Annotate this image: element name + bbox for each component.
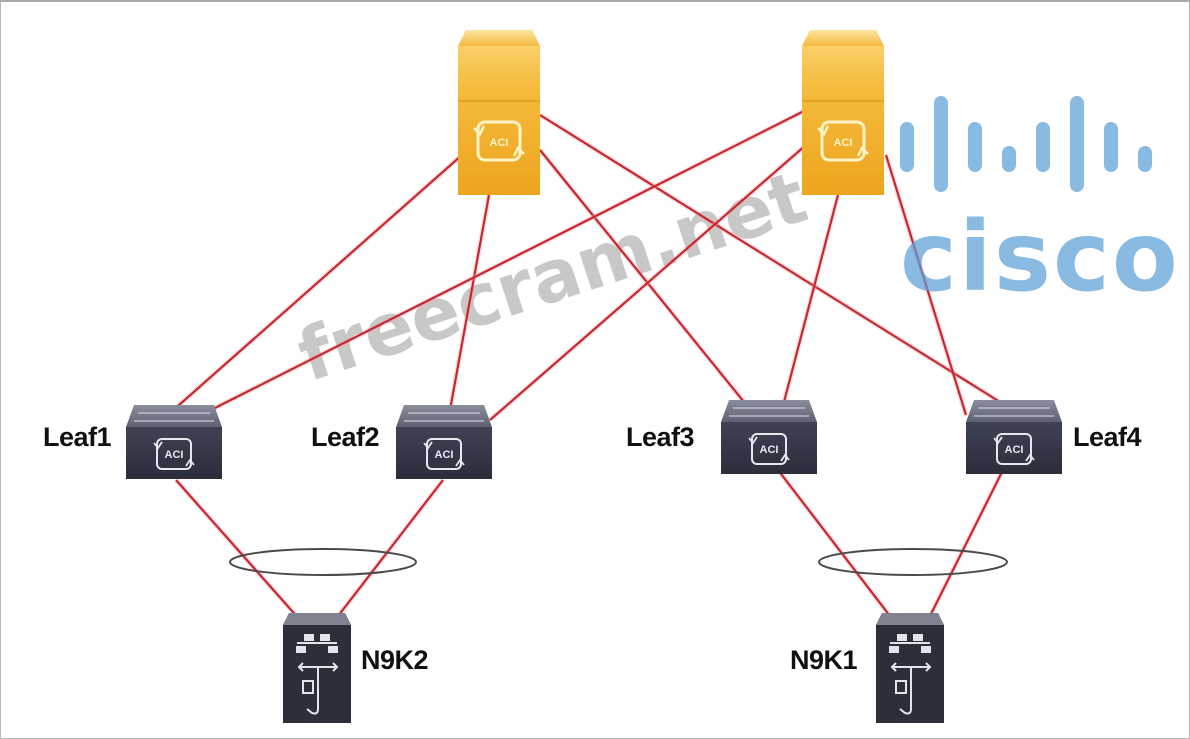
leaf-badge: ACI	[760, 444, 779, 456]
nexus-switch-icon	[296, 634, 339, 715]
cisco-bar	[1002, 146, 1016, 172]
cisco-bar	[1070, 96, 1084, 192]
acl-leaf-icon: ACI	[748, 433, 790, 465]
cisco-bar	[1138, 146, 1152, 172]
site-watermark: freecram.net	[288, 155, 816, 398]
leaf-3-label: Leaf3	[626, 422, 695, 452]
n9k2-label: N9K2	[361, 645, 428, 675]
leaf-switch-3[interactable]: ACI	[721, 400, 817, 474]
leaf-badge: ACI	[435, 449, 454, 461]
links-layer	[168, 107, 1006, 622]
n9k1-switch[interactable]	[876, 613, 944, 723]
spine-2-badge: ACI	[834, 137, 853, 149]
n9k1-label: N9K1	[790, 645, 858, 675]
link-spine2-leaf3	[782, 194, 840, 403]
link-spine1-leaf4	[539, 114, 1001, 403]
acl-spine-icon: ACI	[473, 120, 525, 162]
spine-switch-2[interactable]: ACI	[802, 30, 884, 195]
spine-switch-1[interactable]: ACI	[458, 30, 540, 195]
cisco-wordmark: cisco	[900, 201, 1180, 313]
spine-1-badge: ACI	[490, 137, 509, 149]
link-spine1-leaf2	[448, 194, 491, 411]
cisco-bar	[900, 122, 914, 172]
leaf-2-label: Leaf2	[311, 422, 379, 452]
link-leaf2-n9k2	[334, 479, 444, 621]
n9k2-switch[interactable]	[283, 613, 351, 723]
link-leaf3-n9k1	[777, 469, 894, 621]
port-channel-ellipse	[229, 548, 417, 576]
acl-spine-icon: ACI	[817, 120, 869, 162]
leaf-switch-4[interactable]: ACI	[966, 400, 1062, 474]
leaf-switch-2[interactable]: ACI	[396, 405, 492, 479]
port-channel-layer	[229, 548, 1008, 576]
cisco-logo-watermark: cisco	[900, 96, 1180, 313]
cisco-bar	[1036, 122, 1050, 172]
nexus-switch-icon	[889, 634, 932, 715]
leaf-4-label: Leaf4	[1073, 422, 1142, 452]
cisco-bar	[934, 96, 948, 192]
link-spine2-leaf1	[204, 109, 807, 414]
link-spine1-leaf1	[169, 154, 463, 414]
link-leaf1-n9k2	[175, 479, 301, 621]
link-leaf4-n9k1	[927, 469, 1004, 621]
port-channel-ellipse	[818, 548, 1008, 576]
leaf-1-label: Leaf1	[43, 422, 112, 452]
link-spine2-leaf2	[489, 144, 807, 421]
acl-leaf-icon: ACI	[993, 433, 1035, 465]
leaf-badge: ACI	[1005, 444, 1024, 456]
leaf-switch-1[interactable]: ACI	[126, 405, 222, 479]
acl-leaf-icon: ACI	[153, 438, 195, 470]
link-spine1-leaf3	[539, 149, 745, 403]
cisco-bar	[968, 122, 982, 172]
link-spine2-leaf4	[884, 154, 968, 416]
cisco-bar	[1104, 122, 1118, 172]
acl-leaf-icon: ACI	[423, 438, 465, 470]
leaf-badge: ACI	[165, 449, 184, 461]
